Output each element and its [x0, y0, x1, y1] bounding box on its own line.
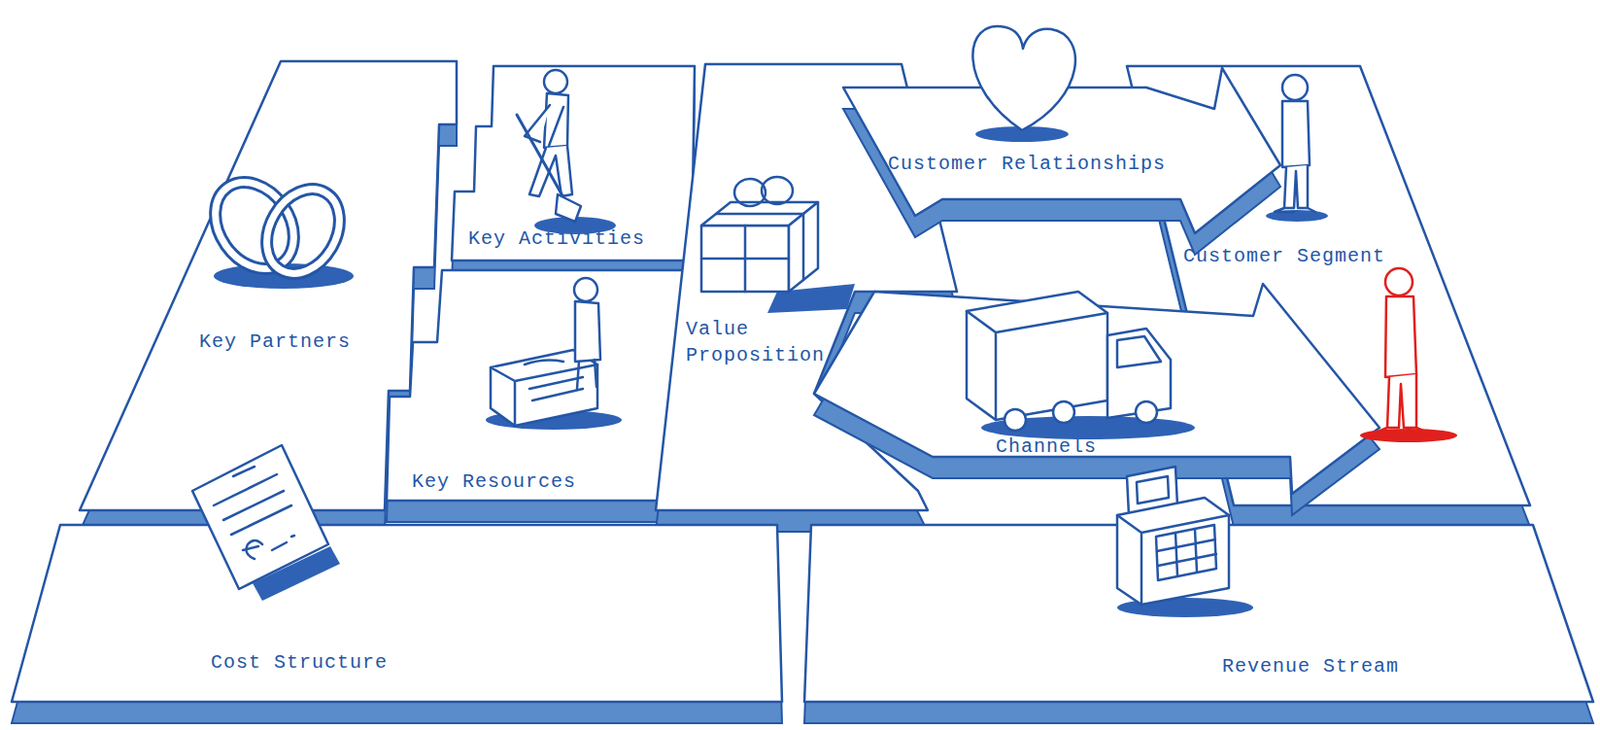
block-outline [804, 524, 1598, 727]
block-face [1126, 66, 1531, 506]
block-outline [451, 66, 699, 286]
block-outline [11, 524, 786, 727]
block-label: Key Resources [411, 468, 577, 495]
revenue-block: Revenue Stream [804, 524, 1594, 723]
block-face [386, 270, 685, 501]
block-face [11, 524, 783, 702]
block-label: Key Partners [199, 328, 351, 355]
block-label: Value Proposition [685, 315, 842, 369]
block-face [451, 66, 695, 261]
block-label: Channels [995, 433, 1097, 460]
block-face [804, 524, 1594, 702]
relationship-arrow: Customer Relationships [843, 68, 1281, 255]
block-label: Key Activities [468, 225, 646, 252]
block-label: Customer Segment [1183, 242, 1386, 270]
block-label: Customer Relationships [887, 150, 1166, 177]
channel-arrow: Channels [814, 283, 1380, 515]
block-label: Cost Structure [210, 648, 388, 676]
block-outline [814, 283, 1384, 519]
activities-block: Key Activities [451, 66, 695, 282]
resources-block: Key Resources [386, 270, 685, 522]
cost-block: Cost Structure [11, 524, 783, 723]
block-label: Revenue Stream [1222, 652, 1399, 680]
